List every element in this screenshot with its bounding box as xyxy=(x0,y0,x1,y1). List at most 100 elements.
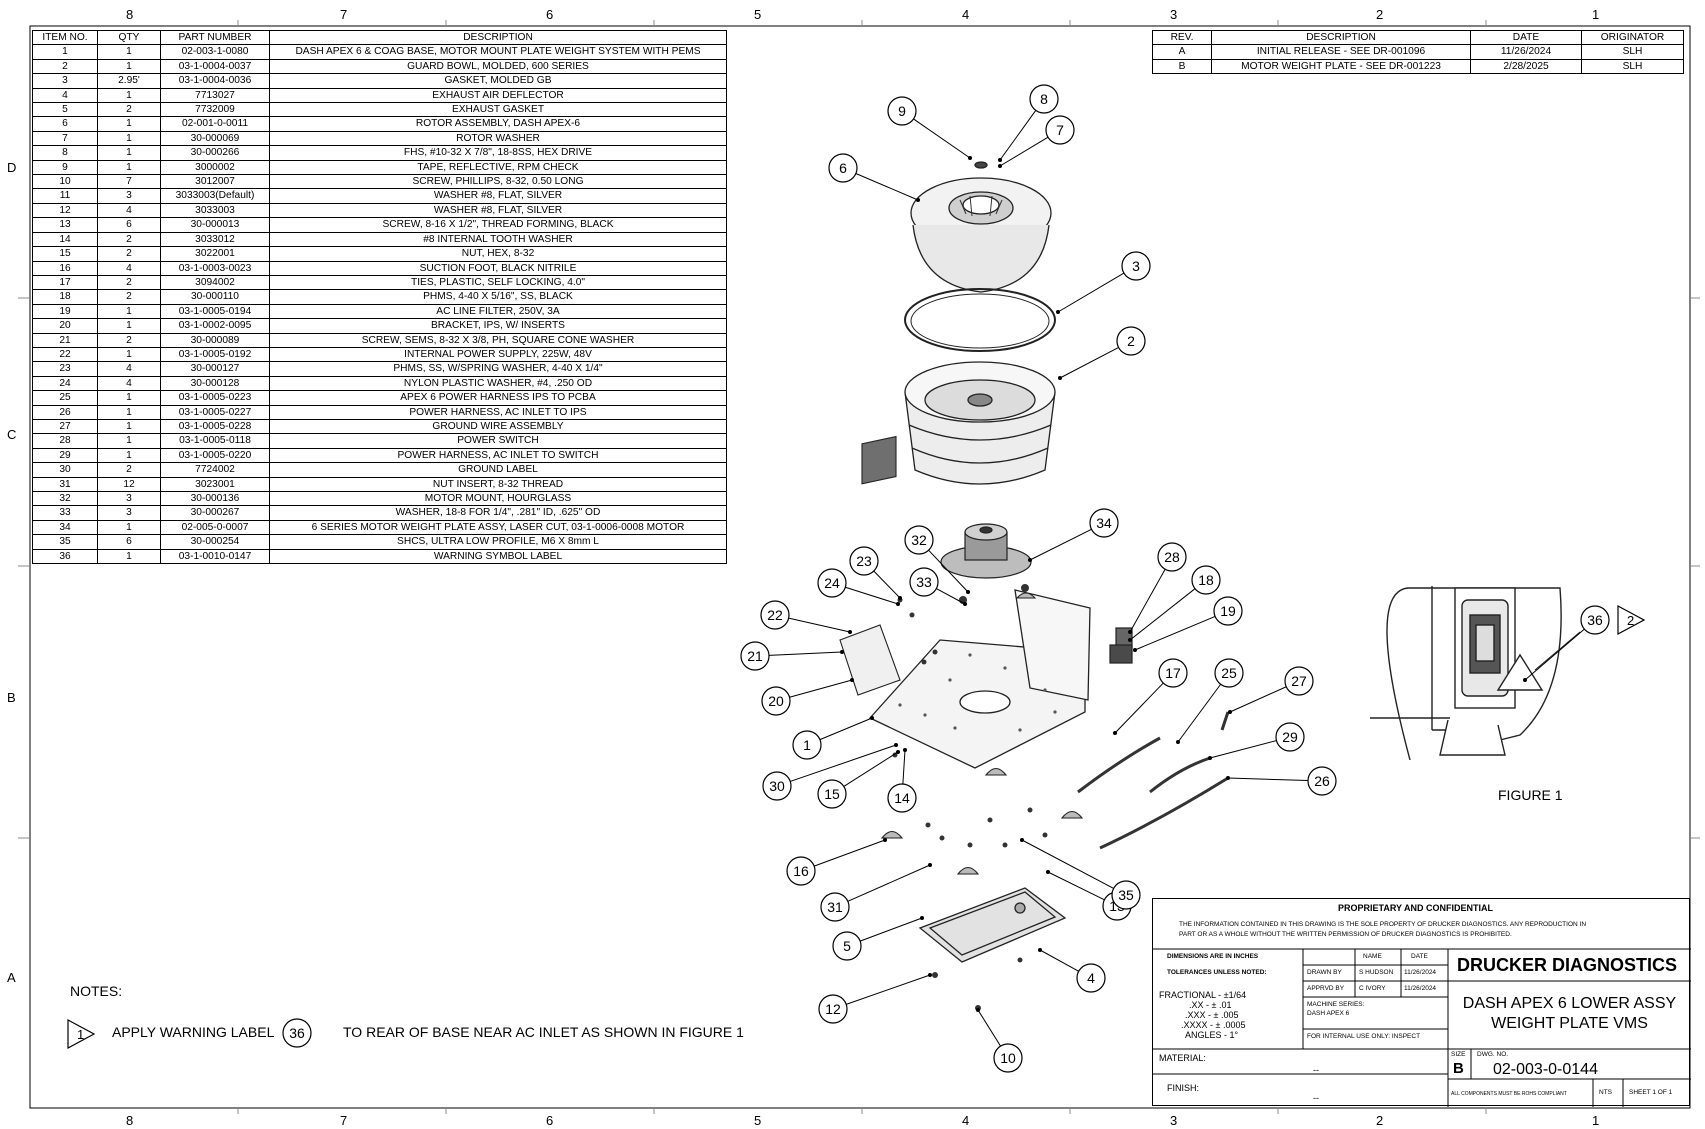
balloon-callout-24: 24 xyxy=(817,568,900,606)
revision-cell: A xyxy=(1152,44,1212,60)
bom-cell: 22 xyxy=(32,346,98,363)
bom-cell: 4 xyxy=(97,375,161,392)
date-header: DATE xyxy=(1411,953,1428,960)
drawn-by-label: DRAWN BY xyxy=(1307,969,1342,976)
bom-cell: 3 xyxy=(97,505,161,521)
zone-label-bottom: 5 xyxy=(754,1113,762,1128)
balloon-callout-14: 14 xyxy=(887,748,917,813)
bom-cell: POWER HARNESS, AC INLET TO IPS xyxy=(269,404,727,420)
power-supply-part xyxy=(839,435,901,696)
motor-weight-plate-part xyxy=(940,523,1032,579)
svg-text:21: 21 xyxy=(747,648,763,664)
tolerance-angles: ANGLES - 1° xyxy=(1185,1030,1239,1040)
bom-cell: 3033003 xyxy=(160,202,270,219)
base-plate-part xyxy=(868,589,1091,769)
balloon-callout-12: 12 xyxy=(818,973,932,1024)
svg-text:23: 23 xyxy=(856,553,872,569)
finish-label: FINISH: xyxy=(1167,1083,1200,1093)
svg-text:3: 3 xyxy=(1132,258,1140,274)
bom-cell: WASHER #8, FLAT, SILVER xyxy=(269,202,727,219)
drawn-by-date: 11/26/2024 xyxy=(1404,969,1437,976)
tolerance-xxxx: .XXXX - ± .0005 xyxy=(1181,1020,1246,1030)
bom-cell: APEX 6 POWER HARNESS IPS TO PCBA xyxy=(269,390,727,406)
figure-1-label: FIGURE 1 xyxy=(1498,787,1563,803)
svg-text:1: 1 xyxy=(77,1027,84,1042)
bom-cell: 3023001 xyxy=(160,476,270,493)
revision-cell: 2/28/2025 xyxy=(1470,58,1582,75)
tolerance-xx: .XX - ± .01 xyxy=(1189,1000,1232,1010)
bom-cell: 2 xyxy=(97,274,161,291)
bom-cell: 03-1-0002-0095 xyxy=(160,318,270,334)
svg-text:20: 20 xyxy=(768,693,784,709)
material-value: -- xyxy=(1313,1065,1319,1075)
balloon-callout-10: 10 xyxy=(976,1008,1023,1073)
disclaimer-line-1: THE INFORMATION CONTAINED IN THIS DRAWIN… xyxy=(1179,921,1587,928)
company-name: DRUCKER DIAGNOSTICS xyxy=(1457,955,1678,975)
zone-label-top: 8 xyxy=(126,7,134,22)
harness-parts xyxy=(1077,711,1230,850)
balloon-callout-18: 18 xyxy=(1128,565,1221,642)
bom-cell: AC LINE FILTER, 250V, 3A xyxy=(269,303,727,320)
suction-feet-parts xyxy=(880,592,1084,875)
bom-cell: 03-1-0005-0227 xyxy=(160,404,270,420)
bom-cell: 30-000266 xyxy=(160,145,270,161)
bom-cell: 6 xyxy=(97,217,161,233)
balloon-callout-36: 36 xyxy=(1523,605,1610,682)
zone-label-bottom: 7 xyxy=(340,1113,348,1128)
bom-cell: SUCTION FOOT, BLACK NITRILE xyxy=(269,260,727,276)
bom-cell: SHCS, ULTRA LOW PROFILE, M6 X 8mm L xyxy=(269,534,727,550)
zone-label-bottom: 4 xyxy=(962,1113,970,1128)
exhaust-deflector-part xyxy=(918,887,1067,963)
balloon-callout-32: 32 xyxy=(904,525,970,594)
bom-cell: TAPE, REFLECTIVE, RPM CHECK xyxy=(269,159,727,176)
bom-cell: 15 xyxy=(32,246,98,262)
balloon-callout-29: 29 xyxy=(1208,722,1305,760)
svg-text:17: 17 xyxy=(1165,665,1181,681)
bom-header-cell: DESCRIPTION xyxy=(269,29,727,46)
bom-cell: WARNING SYMBOL LABEL xyxy=(269,548,727,565)
bom-cell: 3 xyxy=(32,73,98,89)
bom-cell: 30-000110 xyxy=(160,289,270,305)
bom-cell: 9 xyxy=(32,159,98,176)
balloon-callout-16: 16 xyxy=(786,838,887,886)
zone-label-bottom: 8 xyxy=(126,1113,134,1128)
bom-cell: 2 xyxy=(97,332,161,348)
svg-text:9: 9 xyxy=(898,103,906,119)
revision-cell: B xyxy=(1152,58,1212,75)
svg-text:16: 16 xyxy=(793,863,809,879)
bom-cell: 3033012 xyxy=(160,231,270,248)
bom-cell: BRACKET, IPS, W/ INSERTS xyxy=(269,318,727,334)
svg-text:10: 10 xyxy=(1000,1050,1016,1066)
bom-cell: SCREW, SEMS, 8-32 X 3/8, PH, SQUARE CONE… xyxy=(269,332,727,348)
guard-bowl-part xyxy=(904,361,1056,485)
bom-cell: 1 xyxy=(97,404,161,420)
bom-cell: GROUND WIRE ASSEMBLY xyxy=(269,418,727,435)
zone-label-top: 6 xyxy=(546,7,554,22)
bom-cell: 03-1-0005-0220 xyxy=(160,447,270,464)
drawing-number: 02-003-0-0144 xyxy=(1493,1061,1598,1078)
bom-cell: 7732009 xyxy=(160,102,270,118)
balloon-callout-30: 30 xyxy=(762,743,898,801)
material-label: MATERIAL: xyxy=(1159,1053,1206,1063)
size-label: SIZE xyxy=(1451,1051,1466,1058)
svg-text:32: 32 xyxy=(911,532,927,548)
balloon-callout-5: 5 xyxy=(832,916,924,961)
svg-text:18: 18 xyxy=(1198,572,1214,588)
bom-cell: 2 xyxy=(97,246,161,262)
zone-label-left: B xyxy=(7,690,16,705)
svg-text:2: 2 xyxy=(1127,333,1135,349)
svg-text:5: 5 xyxy=(843,938,851,954)
bom-cell: ROTOR ASSEMBLY, DASH APEX-6 xyxy=(269,116,727,132)
